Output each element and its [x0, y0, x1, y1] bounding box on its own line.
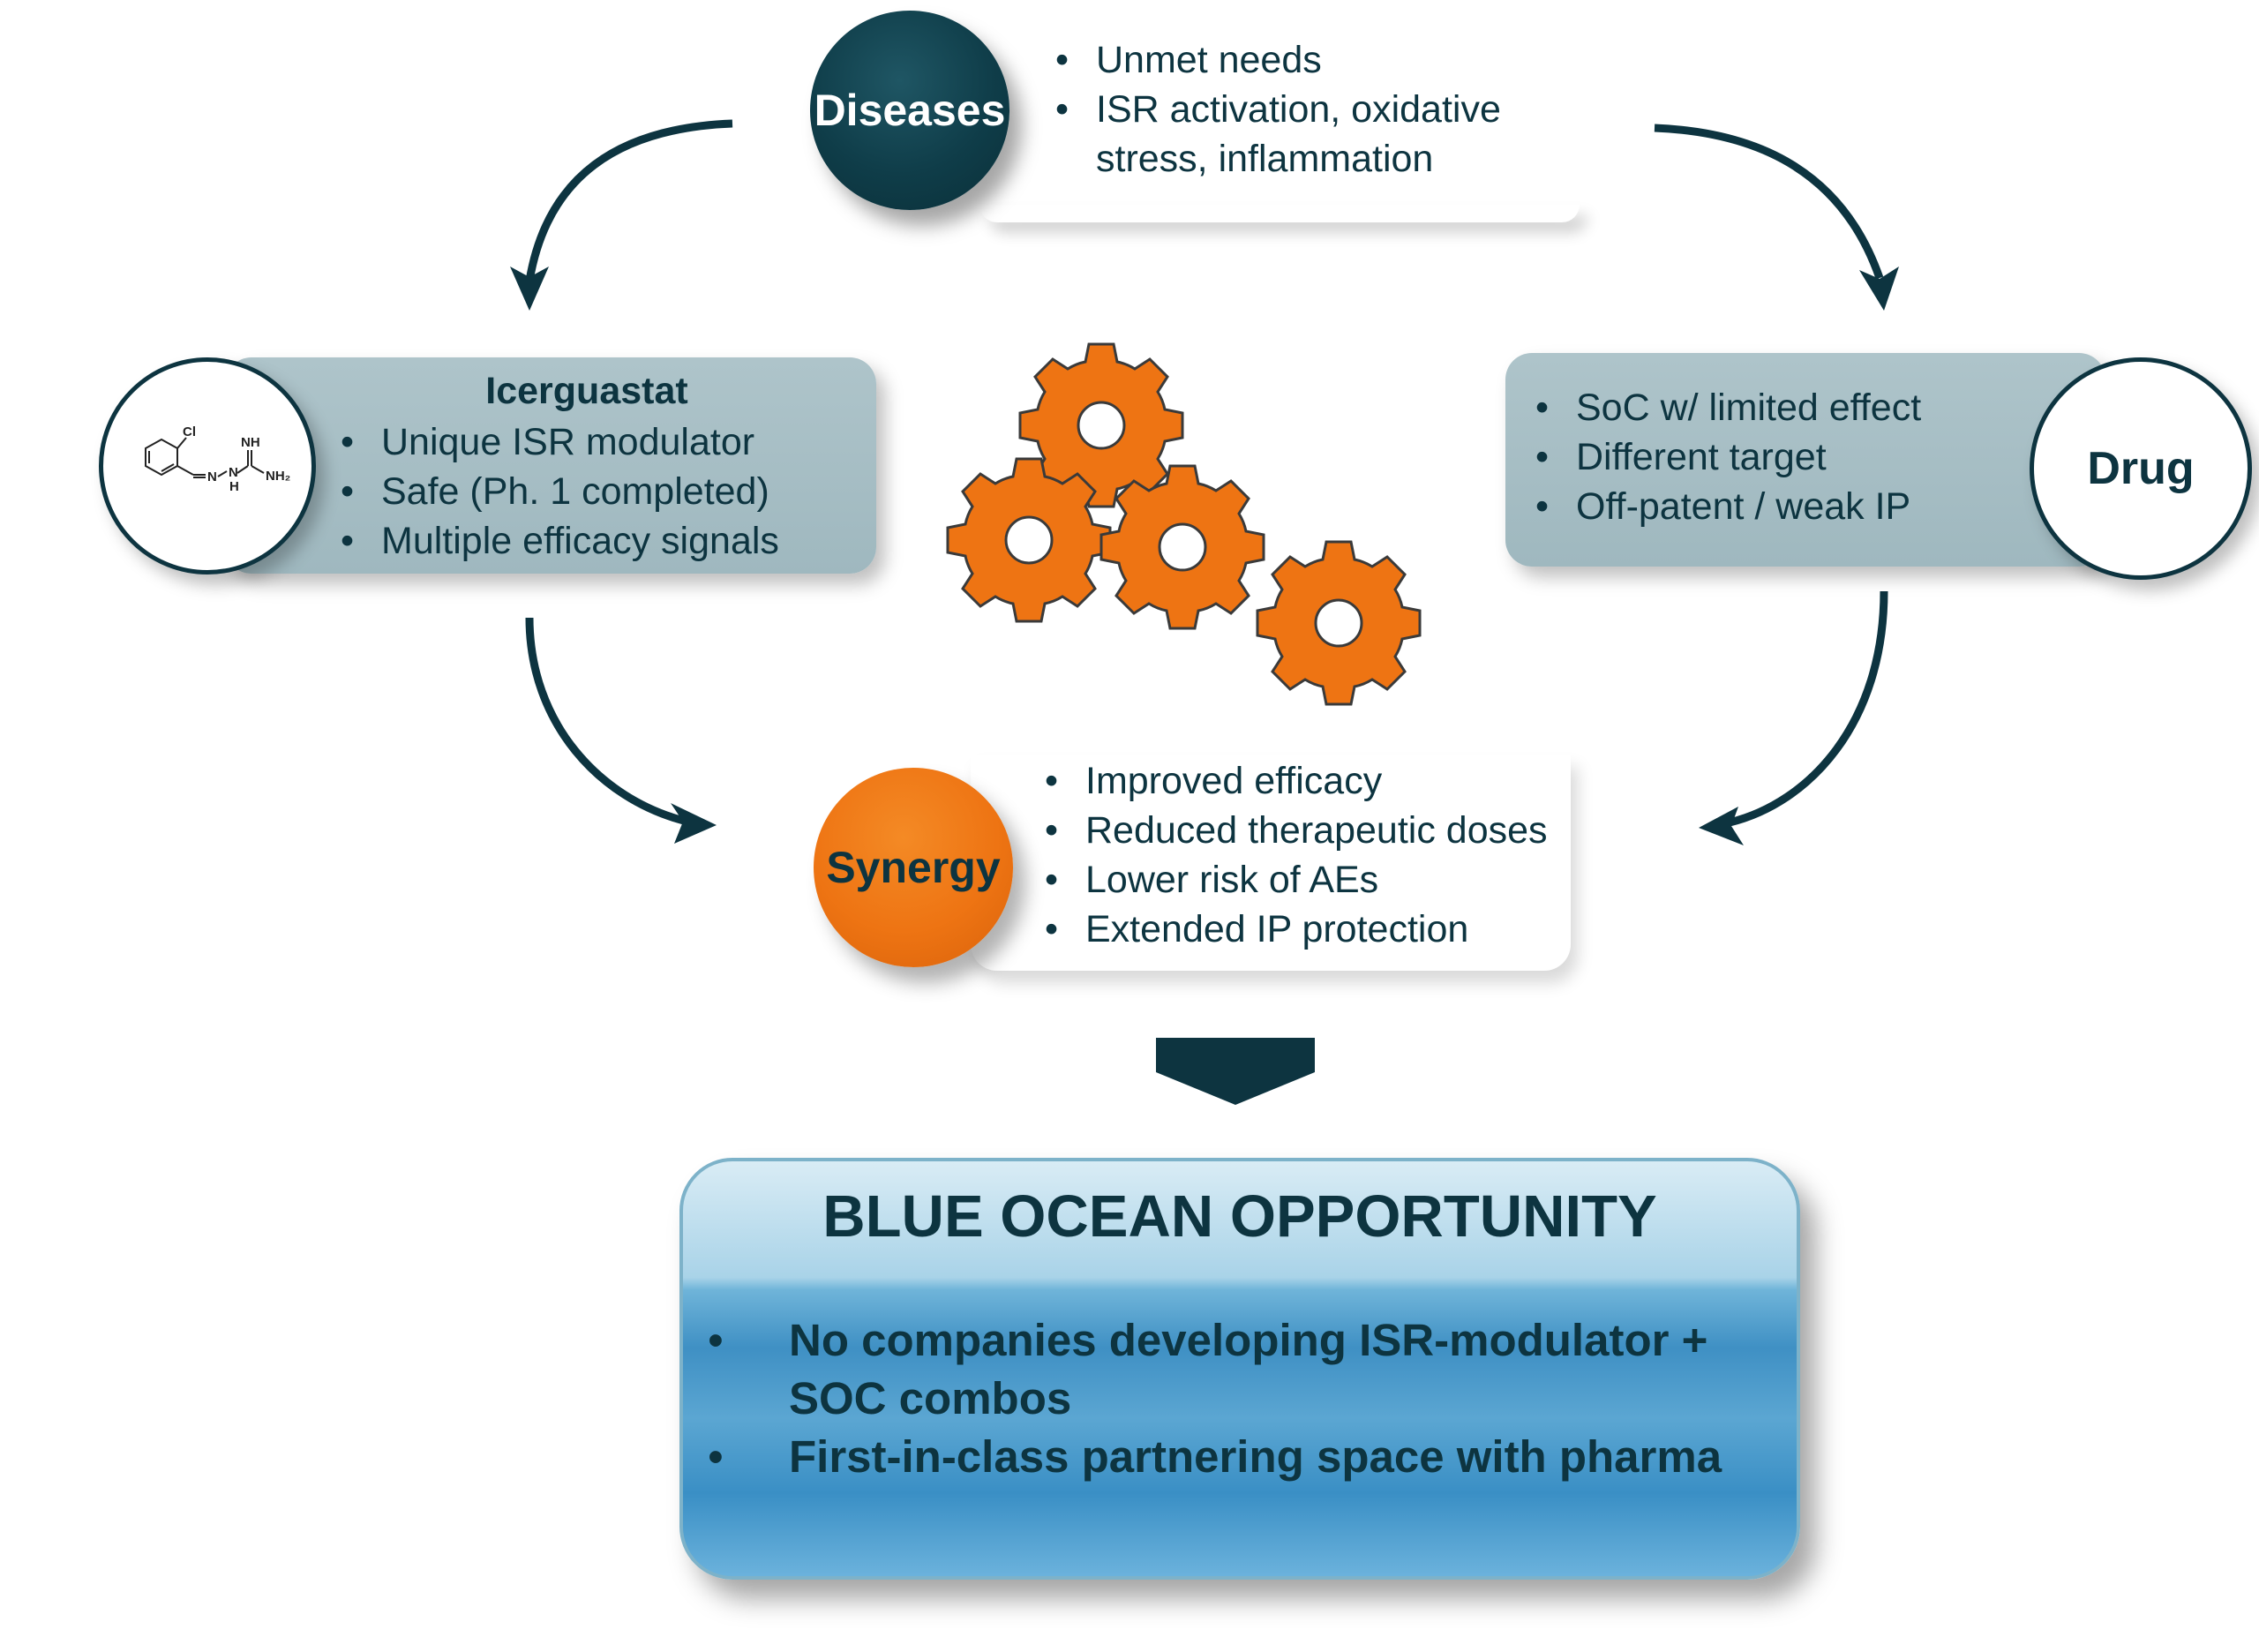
arrow-diseases-to-drug	[1654, 124, 1884, 280]
diseases-label: Diseases	[814, 86, 1006, 135]
arrowhead	[510, 267, 549, 311]
diseases-text-box: Unmet needs ISR activation, oxidative st…	[984, 26, 1566, 219]
list-item: Improved efficacy	[1039, 756, 1604, 806]
icerguastat-bullets: Unique ISR modulator Safe (Ph. 1 complet…	[335, 417, 900, 566]
list-item: Lower risk of AEs	[1039, 855, 1604, 905]
diseases-box-shadow	[979, 205, 1580, 222]
arrow-icerguastat-to-synergy	[525, 617, 686, 825]
arrowhead	[1859, 267, 1899, 311]
list-item: Multiple efficacy signals	[335, 516, 900, 566]
down-arrow-shape	[1156, 1038, 1315, 1105]
list-item: Different target	[1530, 432, 2077, 482]
arrow-diseases-to-icerguastat	[525, 119, 733, 282]
synergy-label: Synergy	[826, 843, 1001, 892]
list-item: ISR activation, oxidative stress, inflam…	[1050, 85, 1580, 184]
list-item: Unique ISR modulator	[335, 417, 900, 467]
atom-n2: N	[229, 465, 238, 480]
atom-n: N	[207, 469, 217, 484]
list-item: No companies developing ISR-modulator + …	[702, 1311, 1788, 1428]
diseases-bullets: Unmet needs ISR activation, oxidative st…	[1050, 35, 1580, 184]
blue-ocean-title: BLUE OCEAN OPPORTUNITY	[822, 1183, 1657, 1250]
atom-nh2: NH₂	[266, 469, 290, 484]
atom-cl: Cl	[183, 424, 196, 439]
list-item: Unmet needs	[1050, 35, 1580, 85]
list-item: Off-patent / weak IP	[1530, 482, 2077, 531]
blue-ocean-bullets: No companies developing ISR-modulator + …	[702, 1311, 1788, 1486]
gear-2	[946, 457, 1112, 623]
drug-circle: Drug	[2030, 357, 2252, 580]
synergy-text-box: Improved efficacy Reduced therapeutic do…	[971, 755, 1571, 971]
drug-label: Drug	[2087, 443, 2195, 494]
blue-ocean-panel: BLUE OCEAN OPPORTUNITY No companies deve…	[679, 1158, 1800, 1580]
atom-nh: NH	[241, 435, 260, 450]
chemical-structure-icon: Cl N N H NH NH₂	[145, 424, 290, 494]
list-item: First-in-class partnering space with pha…	[702, 1428, 1788, 1486]
synergy-circle: Synergy	[814, 768, 1013, 967]
list-item: Reduced therapeutic doses	[1039, 806, 1604, 855]
atom-h: H	[229, 479, 239, 494]
arrowhead	[1699, 807, 1744, 845]
drug-box: SoC w/ limited effect Different target O…	[1505, 353, 2105, 567]
drug-bullets: SoC w/ limited effect Different target O…	[1530, 383, 2077, 531]
gear-4	[1256, 540, 1422, 706]
icerguastat-title: Icerguastat	[485, 370, 688, 412]
synergy-bullets: Improved efficacy Reduced therapeutic do…	[1039, 756, 1604, 954]
arrowhead	[671, 803, 717, 844]
list-item: SoC w/ limited effect	[1530, 383, 2077, 432]
structure-circle: Cl N N H NH NH₂	[99, 357, 316, 574]
diseases-circle: Diseases	[810, 11, 1009, 210]
list-item: Extended IP protection	[1039, 905, 1604, 954]
list-item: Safe (Ph. 1 completed)	[335, 467, 900, 516]
arrow-drug-to-synergy	[1728, 590, 1888, 827]
gear-3	[1099, 464, 1265, 630]
icerguastat-box: Icerguastat Unique ISR modulator Safe (P…	[225, 357, 876, 574]
